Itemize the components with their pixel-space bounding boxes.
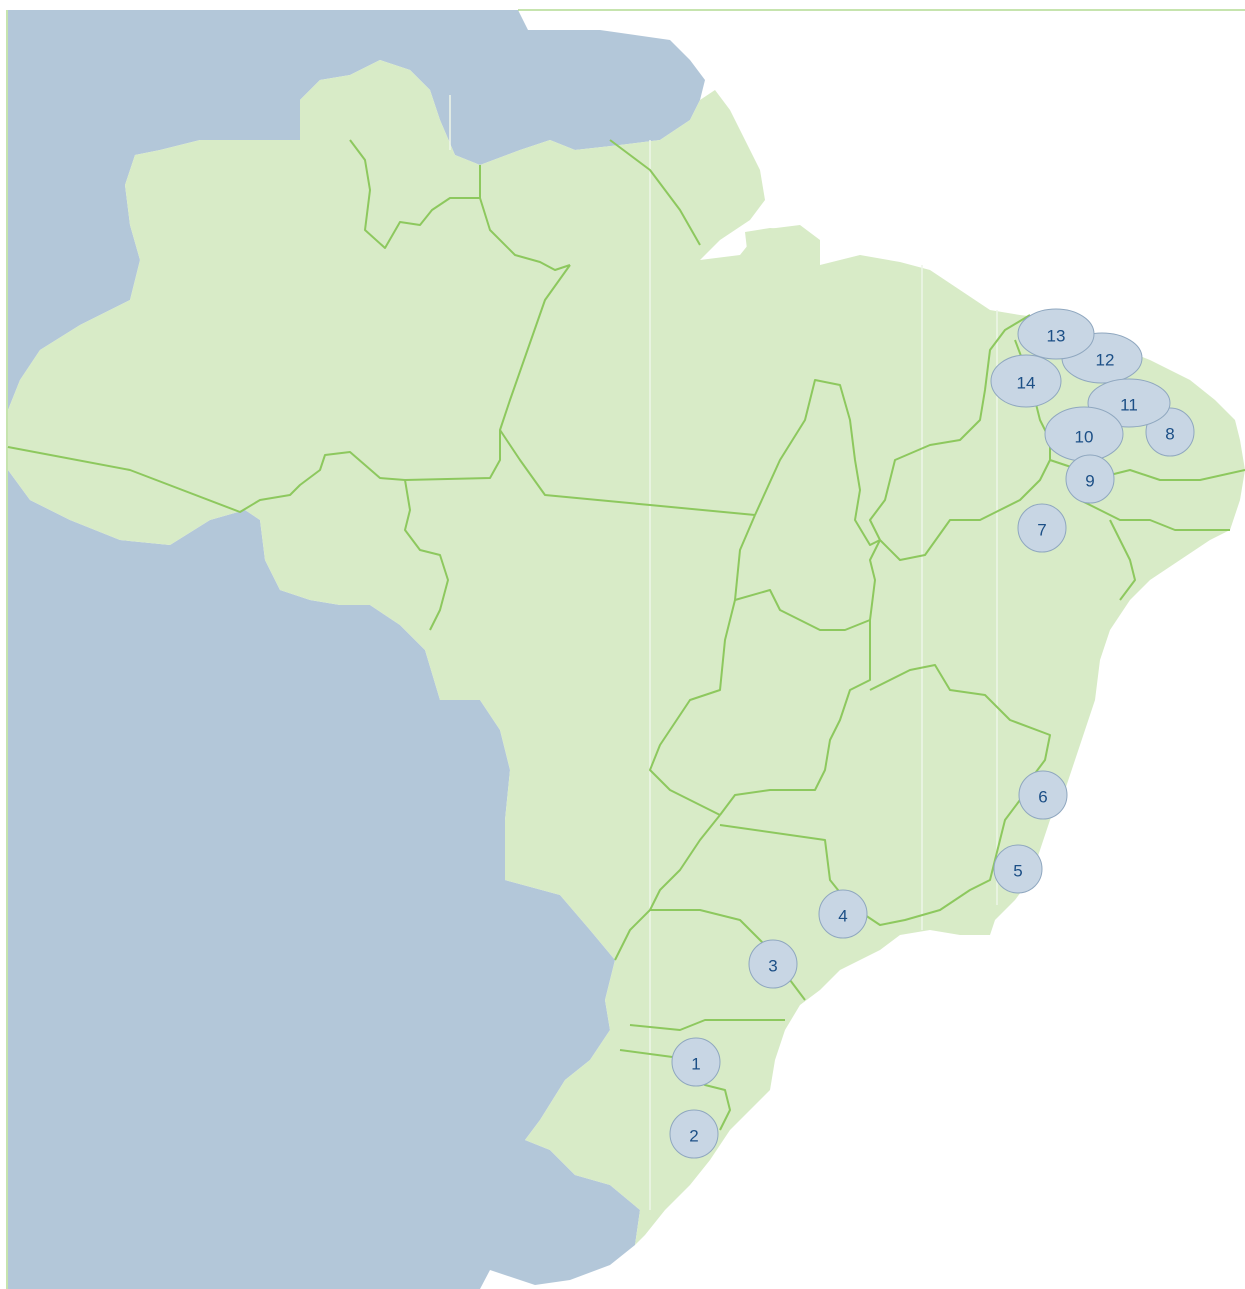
marker-14-label: 14 [1017, 374, 1036, 393]
marker-13[interactable]: 13 [1017, 308, 1095, 360]
marker-5-label: 5 [1013, 862, 1022, 881]
west-neighbors [8, 470, 640, 1289]
state-borders [7, 139, 1245, 1131]
neighbor-countries [8, 10, 705, 1289]
marker-14[interactable]: 14 [990, 354, 1062, 408]
north-neighbors [8, 10, 705, 410]
marker-5[interactable]: 5 [993, 844, 1043, 894]
marker-9-label: 9 [1085, 472, 1094, 491]
marker-2[interactable]: 2 [669, 1109, 719, 1159]
meridian-lines [449, 95, 998, 1210]
marker-13-label: 13 [1047, 327, 1066, 346]
marker-3[interactable]: 3 [748, 939, 798, 989]
map-markers: 1 2 3 4 5 6 7 14 [669, 308, 1195, 1159]
marker-7-label: 7 [1037, 521, 1046, 540]
marker-7[interactable]: 7 [1017, 503, 1067, 553]
marker-2-label: 2 [689, 1127, 698, 1146]
marker-10-label: 10 [1075, 428, 1094, 447]
marajo-island [745, 228, 810, 265]
brazil-land [8, 60, 1245, 1245]
marker-11-label: 11 [1120, 396, 1138, 415]
marker-6[interactable]: 6 [1018, 770, 1068, 820]
marker-4[interactable]: 4 [818, 889, 868, 939]
marker-1[interactable]: 1 [671, 1037, 721, 1087]
marker-3-label: 3 [768, 957, 777, 976]
marker-10[interactable]: 10 [1044, 406, 1124, 462]
marker-4-label: 4 [838, 907, 847, 926]
marker-12-label: 12 [1096, 351, 1115, 370]
marker-8-label: 8 [1165, 425, 1174, 444]
marker-1-label: 1 [691, 1055, 700, 1074]
marker-6-label: 6 [1038, 788, 1047, 807]
marker-9[interactable]: 9 [1065, 454, 1115, 504]
